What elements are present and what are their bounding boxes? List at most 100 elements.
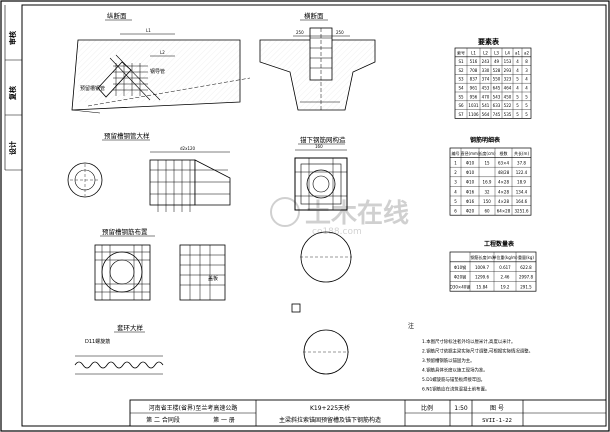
table2-cell: Φ16 [466,189,475,194]
view-title-transverse: 横断面 [304,11,324,20]
table1-cell: 956 [470,94,478,99]
table1-header-cell: L1 [471,50,476,55]
table2-cell: Φ10 [466,170,475,175]
table2-cell: 64×28 [497,209,511,214]
side-label-check: 复核 [8,86,17,101]
table1-cell: 4 [516,86,519,91]
table1-cell: 243 [482,59,490,64]
table1-header-cell: L3 [494,50,499,55]
table1-cell: 323 [504,77,512,82]
note-item: 2.钢筋尺寸依据主梁实际尺寸调整,可根据实际情况调整。 [422,348,533,355]
table1-cell: 4 [516,68,519,73]
table2-cell: Φ10 [466,180,475,185]
longitudinal-section: 纵断面 L1 L2 钢导管 预留槽钢管 [71,11,251,114]
title-block: 河南省王楼(省界)至兰考高速公路 第 二 合同段 第 一 册 K19+225天桥… [129,399,607,427]
table2-cell: 2 [454,170,457,175]
table3-cell: 1009.7 [475,265,489,270]
sheet-label: 图 号 [490,405,504,412]
table1-cell: 4 [516,59,519,64]
table1-cell: 5 [516,112,519,117]
table1-cell: 49 [494,59,500,64]
lower-rebar-mesh: 锚下钢筋网构造 160 [291,135,352,375]
review-strip: 审核 复核 设计 [4,5,22,171]
project-line1: 河南省王楼(省界)至兰考高速公路 [149,404,238,412]
table2-title: 钢筋明细表 [470,136,501,144]
table1-cell: 708 [470,68,478,73]
table1-cell: 1031 [468,103,479,108]
table2-cell: 4×28 [498,189,509,194]
table1-cell: 535 [504,112,512,117]
table3-cell: 2.46 [501,275,510,280]
table1-cell: 330 [482,68,490,73]
table2-cell: 134.4 [516,189,528,194]
table1-cell: 1106 [468,112,479,117]
project-line2a: 第 二 合同段 [146,416,180,424]
table1-cell: 528 [493,68,501,73]
table2-header-cell: 共长(m) [514,150,529,156]
table3-cell: 19.2 [501,284,510,289]
drawing-line1: K19+225天桥 [310,404,350,412]
callout-spiral: D11螺旋筋 [85,338,110,345]
table1-header-cell: a2 [524,50,529,55]
table1-cell: 645 [493,86,501,91]
table2-cell: 18.9 [517,180,526,185]
notes-heading: 注 [408,322,414,330]
table2-cell: 122.4 [516,170,528,175]
callout-key-box: 盖板 [208,275,218,282]
table1-cell: 837 [470,77,478,82]
view-title-rebar-layout: 预留槽钢筋布置 [102,227,148,236]
table3-header-cell: 单位重(kg/m) [492,254,518,260]
table1-cell: 293 [504,68,512,73]
table2-cell: 60 [484,209,490,214]
table1-cell: 470 [482,94,490,99]
note-item: 4.钢筋具体长度以施工现场为准。 [422,367,488,374]
table1-header-cell: L4 [505,50,510,55]
table2-cell: 3 [454,180,457,185]
table3-header-cell: 重量(kg) [518,254,534,260]
table1-cell: 374 [482,77,490,82]
project-line2b: 第 一 册 [213,416,235,424]
table1-cell: S1 [458,59,464,64]
anchor-box-detail: 预留槽钢管大样 d2x120 [67,131,231,212]
table2-header-cell: 直径(mm) [461,150,480,156]
table2-cell: 32 [484,189,490,194]
table1-cell: 8 [525,59,528,64]
callout-steel-pipe: 钢导管 [150,68,165,75]
table2-cell: 3251.6 [515,209,529,214]
table1-cell: 564 [482,112,490,117]
scale-value: 1:50 [454,405,468,412]
table1-cell: 5 [516,94,519,99]
table1-cell: 3 [525,68,528,73]
table2-cell: 15 [484,161,490,166]
table1-cell: 5 [525,94,528,99]
table2-frame [449,147,532,216]
table2-cell: 6 [454,209,457,214]
table3-cell: 0.617 [499,265,511,270]
drawing-line2: 主梁斜拉索锚固预留槽及锚下钢筋构造 [279,416,381,424]
table2-cell: 63×4 [498,161,509,166]
table3-cell: 1299.6 [475,275,489,280]
table1-cell: S5 [458,94,464,99]
callout-anchor-box: 预留槽钢管 [80,85,105,92]
table3-cell: D30×40钢 [450,283,471,289]
table1-cell: 543 [493,94,501,99]
table1-cell: 541 [482,103,490,108]
table1-title: 要素表 [478,37,500,46]
view-title-spiral: 套环大样 [117,323,144,332]
table3-cell: Φ20钢 [454,274,466,280]
spiral-detail: 套环大样 D11螺旋筋 [74,323,164,375]
table1-header-cell: a1 [515,50,520,55]
table1-cell: 961 [470,86,478,91]
table1-cell: 5 [516,103,519,108]
table1-cell: 453 [482,86,490,91]
side-label-review: 审核 [8,31,17,45]
table2-cell: 37.8 [517,161,526,166]
table3-cell: 622.8 [520,265,532,270]
dim-transverse-right: 250 [336,30,344,35]
view-title-box-detail: 预留槽钢管大样 [104,131,150,140]
note-item: 6.N1钢筋应在浇筑混凝土前布置。 [422,386,489,393]
dim-lower-box: 160 [315,144,323,149]
table1-cell: 522 [504,103,512,108]
note-item: 1.本图尺寸除标注者外均以厘米计,高度以米计。 [422,338,515,345]
